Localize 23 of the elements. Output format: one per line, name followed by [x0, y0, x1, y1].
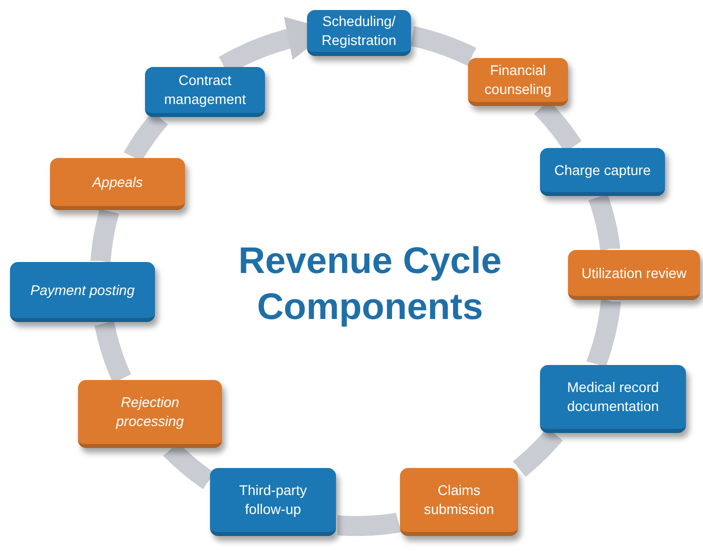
step-label: Medical record documentation	[566, 378, 660, 416]
process-box	[210, 468, 336, 536]
process-box	[568, 250, 700, 300]
process-box	[540, 365, 686, 433]
step-label: Utilization review	[581, 264, 687, 282]
process-box	[540, 148, 665, 196]
step-label: Rejection processing	[114, 393, 185, 431]
step-label: Third-party follow-up	[238, 481, 308, 519]
process-box	[10, 262, 155, 322]
step-label: Charge capture	[554, 160, 651, 180]
process-box	[78, 380, 222, 448]
process-box	[468, 58, 568, 106]
process-box	[145, 67, 265, 117]
step-label: Payment posting	[30, 280, 135, 300]
process-box	[307, 10, 411, 56]
step-label: Financial counseling	[484, 61, 552, 99]
process-box	[50, 158, 185, 210]
diagram-title: Revenue Cycle Components	[237, 239, 503, 329]
step-label: Claims submission	[422, 481, 496, 519]
process-box	[400, 468, 518, 536]
step-label: Contract management	[163, 71, 247, 109]
step-label: Appeals	[92, 172, 143, 192]
step-label: Scheduling/ Registration	[320, 12, 398, 50]
